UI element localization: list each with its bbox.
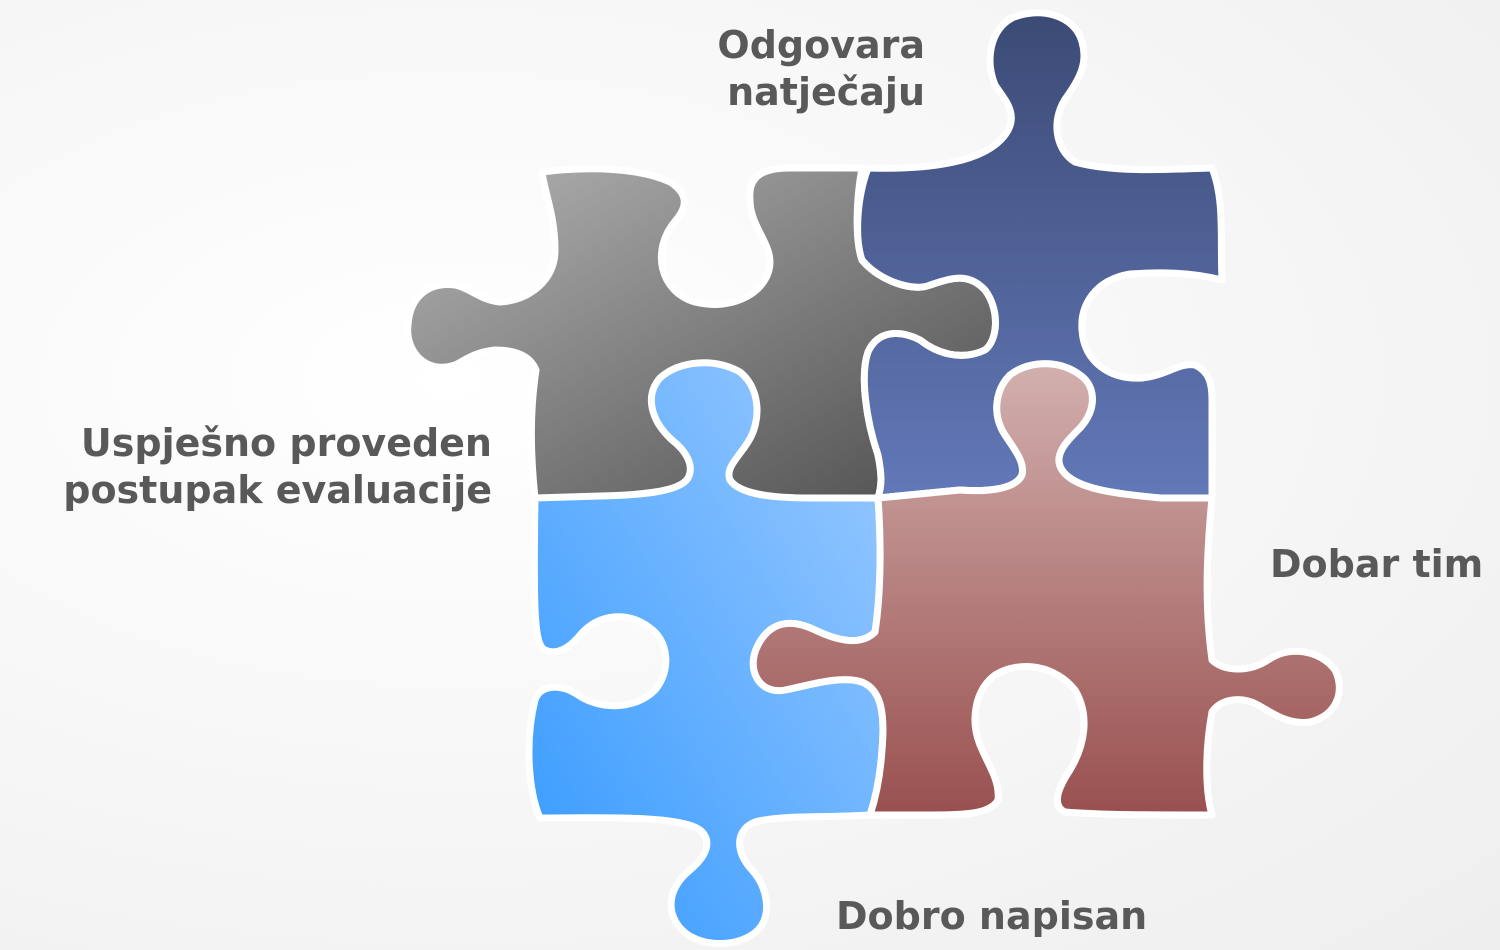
- label-bottom-line-1: Dobro napisan: [836, 894, 1148, 938]
- label-odgovara-natjecaju: Odgovara natječaju: [717, 22, 925, 116]
- label-left-line-1: Uspješno proveden: [80, 421, 492, 465]
- label-right-line-1: Dobar tim: [1270, 542, 1484, 586]
- label-top-line-2: natječaju: [727, 70, 925, 114]
- label-dobro-napisan: Dobro napisan: [836, 893, 1147, 940]
- puzzle-piece-light-blue: [525, 359, 887, 947]
- label-top-line-1: Odgovara: [717, 23, 925, 67]
- label-uspjesno-proveden: Uspješno proveden postupak evaluacije: [63, 420, 492, 514]
- label-dobar-tim: Dobar tim: [1270, 541, 1483, 588]
- label-left-line-2: postupak evaluacije: [63, 468, 492, 512]
- puzzle-piece-rose: [749, 360, 1343, 819]
